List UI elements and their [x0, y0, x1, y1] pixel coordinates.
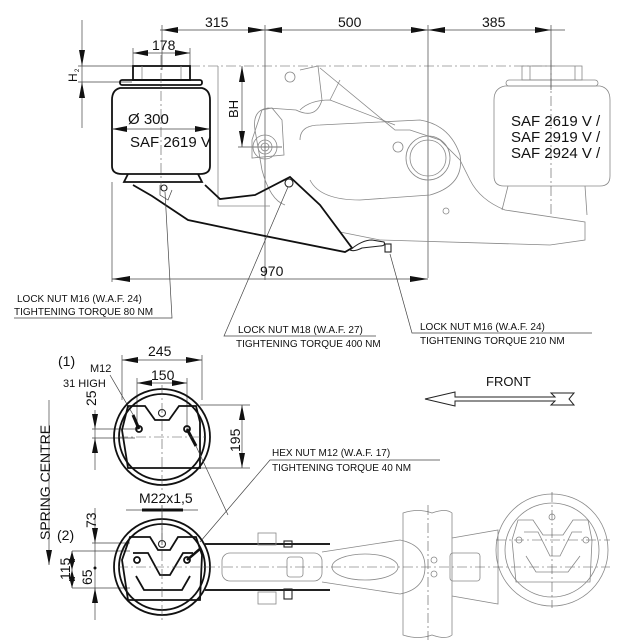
callout-2-line1: LOCK NUT M18 (W.A.F. 27): [238, 325, 363, 336]
right-bellow-model-2: SAF 2919 V /: [511, 129, 601, 146]
dimension-25: 25: [83, 390, 99, 406]
dimension-970: 970: [260, 263, 284, 279]
left-bellow-diameter: Ø 300: [128, 111, 169, 128]
right-bellow-model-3: SAF 2924 V /: [511, 145, 601, 162]
callout-lock-nut-m16-80nm: LOCK NUT M16 (W.A.F. 24) TIGHTENING TORQ…: [14, 191, 173, 319]
right-bellow-top-view: [495, 492, 610, 608]
front-direction-arrow: FRONT: [424, 374, 576, 407]
marker-2: (2): [57, 527, 74, 543]
dimension-115: 115: [57, 557, 73, 580]
lower-link: [132, 175, 392, 253]
dimension-h2-subscript: 2: [75, 68, 81, 72]
label-31-high: 31 HIGH: [63, 378, 106, 390]
callout-1-line2: TIGHTENING TORQUE 80 NM: [14, 307, 153, 318]
left-air-bellow: Ø 300 SAF 2619 V: [111, 55, 211, 190]
dimension-245: 245: [148, 343, 172, 359]
callout-2-line2: TIGHTENING TORQUE 400 NM: [236, 339, 381, 350]
dimension-73: 73: [83, 512, 99, 528]
dimension-195: 195: [227, 428, 243, 452]
dimension-h2-label: H: [66, 73, 80, 82]
callout-3-line2: TIGHTENING TORQUE 210 NM: [420, 336, 565, 347]
callout-3-line1: LOCK NUT M16 (W.A.F. 24): [420, 322, 545, 333]
dimension-65: 65: [79, 569, 95, 585]
front-label: FRONT: [486, 374, 531, 389]
label-m22x15: M22x1,5: [139, 490, 193, 506]
dimension-500: 500: [338, 14, 362, 30]
trailing-arm: [299, 67, 586, 246]
right-air-bellow: SAF 2619 V / SAF 2919 V / SAF 2924 V /: [493, 60, 611, 216]
bellow-top-plate-2: [113, 515, 211, 620]
callout-1-line1: LOCK NUT M16 (W.A.F. 24): [17, 294, 142, 305]
dimension-315: 315: [205, 14, 229, 30]
trailing-arm-top-view: [205, 505, 610, 640]
bellow-top-plate-1: [113, 385, 211, 490]
hex-nut-line1: HEX NUT M12 (W.A.F. 17): [272, 448, 390, 459]
side-view: 315 500 385 178 H 2: [14, 14, 611, 350]
right-bellow-model-1: SAF 2619 V /: [511, 113, 601, 130]
callout-lock-nut-m16-210nm: LOCK NUT M16 (W.A.F. 24) TIGHTENING TORQ…: [389, 253, 592, 347]
callout-lock-nut-m18-400nm: LOCK NUT M18 (W.A.F. 27) TIGHTENING TORQ…: [223, 186, 381, 350]
dimension-150: 150: [151, 367, 175, 383]
dimension-bh: BH: [226, 100, 241, 118]
hex-nut-line2: TIGHTENING TORQUE 40 NM: [272, 463, 411, 474]
left-bellow-model: SAF 2619 V: [130, 134, 211, 151]
callout-hex-nut-m12-40nm: HEX NUT M12 (W.A.F. 17) TIGHTENING TORQU…: [195, 445, 440, 543]
hanger-bracket: [251, 65, 323, 206]
spring-centre-label: SPRING CENTRE: [37, 425, 53, 540]
dimension-385: 385: [482, 14, 506, 30]
label-m12: M12: [90, 363, 111, 375]
dimension-178: 178: [152, 37, 176, 53]
marker-1: (1): [58, 353, 75, 369]
top-view: (1) M12 31 HIGH 245 150 25 195: [37, 343, 610, 640]
